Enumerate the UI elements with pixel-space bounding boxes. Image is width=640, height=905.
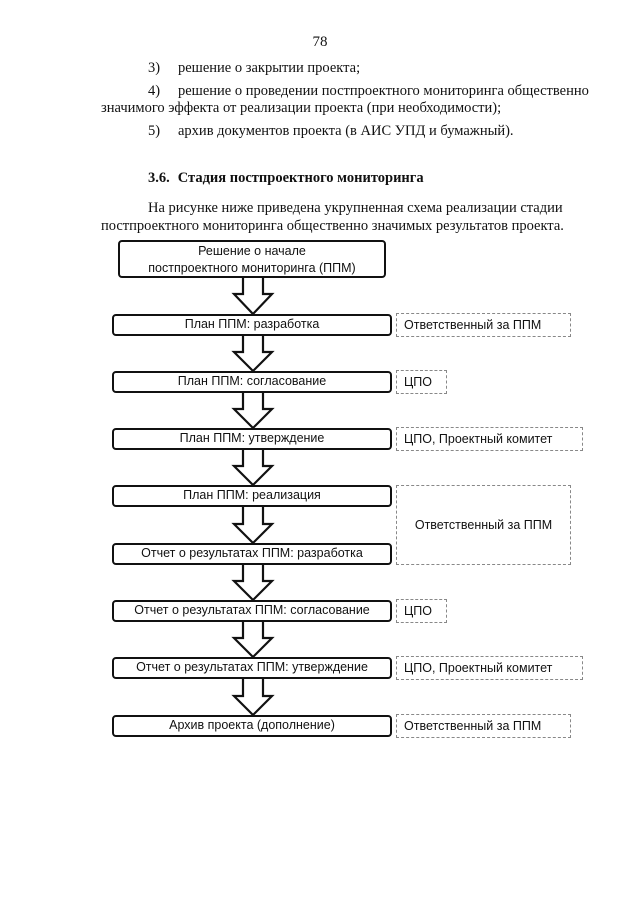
flow-step-label: План ППМ: реализация [183, 488, 321, 502]
flow-step-label: Отчет о результатах ППМ: согласование [134, 603, 370, 617]
paragraph-line: постпроектного мониторинга общественно з… [101, 218, 564, 234]
flow-step-label: Архив проекта (дополнение) [169, 718, 335, 732]
flow-step-box: Отчет о результатах ППМ: разработка [112, 543, 392, 565]
down-arrow-icon [231, 675, 275, 717]
down-arrow-icon [231, 274, 275, 316]
down-arrow-icon [231, 503, 275, 545]
down-arrow-icon [231, 389, 275, 430]
list-item-number: 3) [148, 60, 161, 76]
flow-start-line2: постпроектного мониторинга (ППМ) [148, 261, 356, 275]
flow-step-box: План ППМ: реализация [112, 485, 392, 507]
paragraph-line: На рисунке ниже приведена укрупненная сх… [148, 200, 563, 216]
list-item-text: решение о проведении постпроектного мони… [178, 83, 589, 99]
responsible-box: ЦПО [396, 370, 447, 394]
section-heading: 3.6. Стадия постпроектного мониторинга [148, 170, 424, 187]
responsible-box: ЦПО [396, 599, 447, 623]
flow-step-box: Архив проекта (дополнение) [112, 715, 392, 737]
flow-step-label: План ППМ: утверждение [179, 431, 325, 445]
flow-step-box: Отчет о результатах ППМ: согласование [112, 600, 392, 622]
flow-start-box: Решение о начале постпроектного монитори… [118, 240, 386, 278]
responsible-box: ЦПО, Проектный комитет [396, 656, 583, 680]
list-item-number: 4) [148, 83, 161, 99]
flow-step-label: Отчет о результатах ППМ: разработка [141, 546, 363, 560]
list-item-continuation: значимого эффекта от реализации проекта … [101, 100, 502, 116]
down-arrow-icon [231, 618, 275, 659]
down-arrow-icon [231, 446, 275, 487]
responsible-box: Ответственный за ППМ [396, 485, 571, 565]
responsible-box: Ответственный за ППМ [396, 714, 571, 738]
list-item-number: 5) [148, 123, 161, 139]
list-item-text: решение о закрытии проекта; [178, 60, 361, 76]
flow-step-box: План ППМ: разработка [112, 314, 392, 336]
section-number: 3.6. [148, 170, 170, 186]
flow-step-label: План ППМ: согласование [177, 374, 327, 388]
page-number: 78 [312, 34, 328, 50]
list-item-text: архив документов проекта (в АИС УПД и бу… [178, 123, 514, 139]
flow-step-box: План ППМ: согласование [112, 371, 392, 393]
section-title: Стадия постпроектного мониторинга [177, 170, 424, 186]
flow-start-line1: Решение о начале [198, 244, 306, 258]
down-arrow-icon [231, 561, 275, 602]
flow-step-label: План ППМ: разработка [184, 317, 320, 331]
responsible-box: ЦПО, Проектный комитет [396, 427, 583, 451]
down-arrow-icon [231, 332, 275, 373]
flow-step-box: Отчет о результатах ППМ: утверждение [112, 657, 392, 679]
responsible-box: Ответственный за ППМ [396, 313, 571, 337]
flow-step-label: Отчет о результатах ППМ: утверждение [136, 660, 368, 674]
flow-step-box: План ППМ: утверждение [112, 428, 392, 450]
